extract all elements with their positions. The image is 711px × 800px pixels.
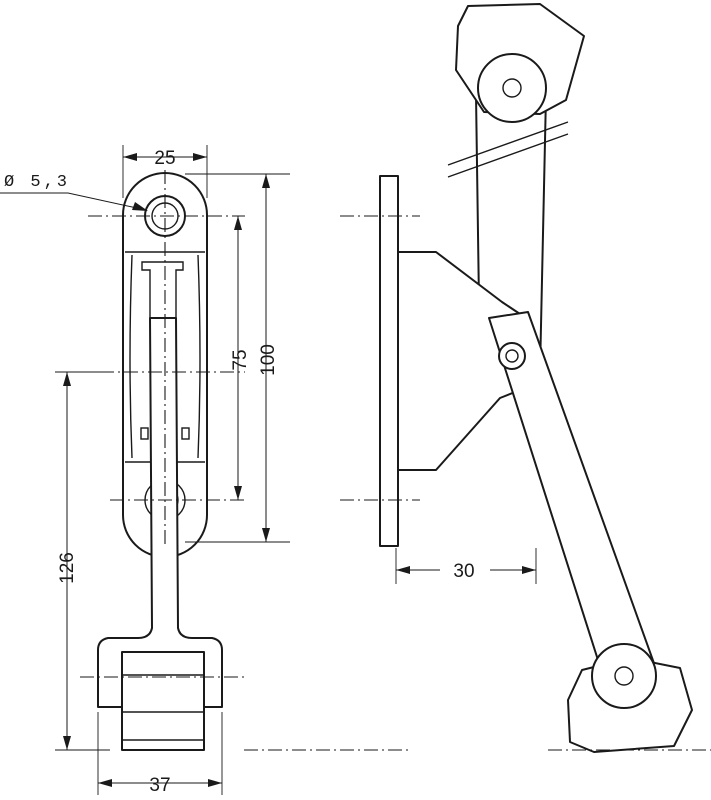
- front-dimensions: 25 Ø 5,3 75 100 126 37: [0, 145, 290, 796]
- dim-foot-width: 37: [149, 775, 170, 796]
- side-view: [340, 3, 711, 753]
- side-pivot: [498, 342, 526, 370]
- dim-hole-spacing: 75: [230, 349, 251, 370]
- side-wall-plate: [379, 175, 399, 547]
- dim-side-offset: 30: [453, 561, 474, 582]
- dim-top-width: 25: [154, 148, 175, 169]
- dim-overall-left: 126: [57, 552, 78, 584]
- dim-overall-top: 100: [258, 344, 279, 376]
- front-view: [80, 170, 410, 751]
- dim-hole-diameter: Ø 5,3: [4, 173, 70, 192]
- side-dimensions: 30: [395, 548, 537, 584]
- front-arm: [97, 317, 223, 708]
- front-foot: [121, 651, 205, 751]
